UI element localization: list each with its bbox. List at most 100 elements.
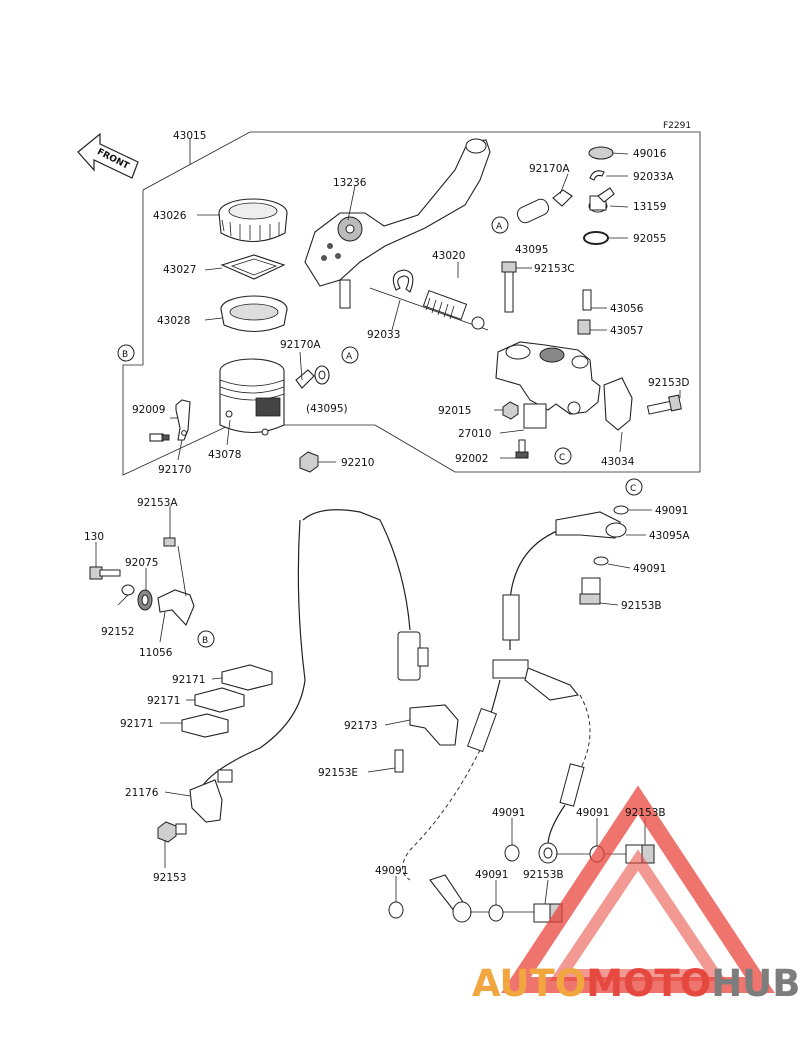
circlip-92033	[392, 269, 414, 293]
label-43095-paren: (43095)	[306, 403, 348, 415]
label-43020: 43020	[432, 250, 465, 262]
label-49091-d: 49091	[576, 807, 609, 819]
label-92055: 92055	[633, 233, 666, 245]
washer-49091-f	[488, 904, 504, 922]
part-labels: 43015 43026 43027 43028 13236 43020 9203…	[84, 130, 690, 884]
label-43034: 43034	[601, 456, 635, 468]
label-92153B-a: 92153B	[621, 600, 662, 612]
label-92170A-top: 92170A	[529, 163, 570, 175]
reservoir-tank	[219, 358, 285, 436]
bolt-92153B-a	[579, 577, 601, 605]
washer-92152	[121, 584, 135, 596]
label-92153D: 92153D	[648, 377, 690, 389]
label-92153B-c: 92153B	[523, 869, 564, 881]
reservoir-cap	[218, 198, 288, 242]
clip-92033A	[589, 170, 605, 181]
bleeder-valve	[577, 289, 592, 335]
nut-92015	[502, 401, 519, 420]
label-92170: 92170	[158, 464, 191, 476]
label-92173: 92173	[344, 720, 377, 732]
label-21176: 21176	[125, 787, 159, 799]
holder-92173	[409, 704, 459, 746]
label-43057: 43057	[610, 325, 643, 337]
bolt-92153A	[163, 537, 176, 547]
leader-lines	[95, 139, 681, 905]
screw-92002	[515, 439, 529, 459]
label-92015: 92015	[438, 405, 471, 417]
banjo-left	[429, 874, 472, 923]
switch-bolt-130	[89, 566, 121, 580]
front-arrow-icon: FRONT	[77, 132, 139, 179]
ref-circle-a-top: A	[491, 216, 509, 234]
piston-kit	[369, 287, 489, 331]
sensor-21176	[189, 769, 233, 823]
svg-text:B: B	[122, 350, 128, 360]
label-49091-a: 49091	[655, 505, 688, 517]
label-92075: 92075	[125, 557, 158, 569]
bolt-92153C	[501, 261, 517, 313]
bracket-11056	[157, 589, 195, 626]
svg-text:C: C	[559, 453, 565, 463]
label-92033A: 92033A	[633, 171, 674, 183]
master-cylinder-body	[495, 341, 633, 431]
label-43056: 43056	[610, 303, 644, 315]
label-92009: 92009	[132, 404, 165, 416]
label-49091-f: 49091	[475, 869, 508, 881]
fitting-43095A	[555, 511, 627, 539]
hose-clamp	[295, 365, 330, 389]
label-92171-a: 92171	[172, 674, 205, 686]
assembly-frame	[122, 131, 701, 476]
diaphragm-plate	[220, 254, 286, 280]
reservoir-bracket	[149, 399, 191, 442]
hose-joint	[492, 659, 580, 701]
ref-circle-c-top: C	[554, 447, 572, 465]
label-92171-c: 92171	[120, 718, 153, 730]
label-43028: 43028	[157, 315, 190, 327]
label-49091-e: 49091	[375, 865, 408, 877]
label-49091-c: 49091	[492, 807, 525, 819]
svg-text:B: B	[202, 636, 208, 646]
brake-lever	[304, 138, 491, 309]
label-49016: 49016	[633, 148, 667, 160]
washer-49091-c	[504, 844, 520, 862]
ref-circle-b-top: B	[117, 344, 135, 362]
label-92171-b: 92171	[147, 695, 180, 707]
label-13236: 13236	[333, 177, 367, 189]
banjo-right	[538, 842, 558, 864]
nut-92210	[299, 451, 319, 473]
label-43095-top: 43095	[515, 244, 548, 256]
collar-92075	[137, 589, 153, 611]
washer-49091-e	[388, 901, 404, 919]
label-13159: 13159	[633, 201, 666, 213]
svg-text:C: C	[630, 484, 636, 494]
ref-circle-c-low: C	[625, 478, 643, 496]
fitting-13159	[588, 187, 615, 213]
diaphragm	[220, 295, 288, 333]
diagram-code: F2291	[663, 121, 691, 131]
label-27010: 27010	[458, 428, 491, 440]
label-92033: 92033	[367, 329, 400, 341]
clamp-92171-a	[221, 664, 273, 691]
label-92153C: 92153C	[534, 263, 575, 275]
svg-text:A: A	[496, 222, 503, 232]
label-92152: 92152	[101, 626, 134, 638]
ref-circle-a-mid: A	[341, 346, 359, 364]
label-92210: 92210	[341, 457, 374, 469]
ref-circle-b-low: B	[197, 630, 215, 648]
bolt-92153E	[394, 749, 404, 773]
bolt-92153D	[646, 394, 682, 415]
label-92170A-mid: 92170A	[280, 339, 321, 351]
label-130: 130	[84, 531, 104, 543]
reservoir-hose	[516, 189, 573, 224]
label-43015: 43015	[173, 130, 206, 142]
clamp-92171-b	[194, 687, 245, 713]
label-11056: 11056	[139, 647, 173, 659]
o-ring-92055	[583, 231, 609, 245]
svg-text:A: A	[346, 352, 353, 362]
washer-49091-b	[593, 556, 609, 566]
hose-left-lower	[402, 749, 481, 881]
label-43027: 43027	[163, 264, 196, 276]
clamp-92171-c	[181, 713, 229, 738]
label-43095A: 43095A	[649, 530, 690, 542]
